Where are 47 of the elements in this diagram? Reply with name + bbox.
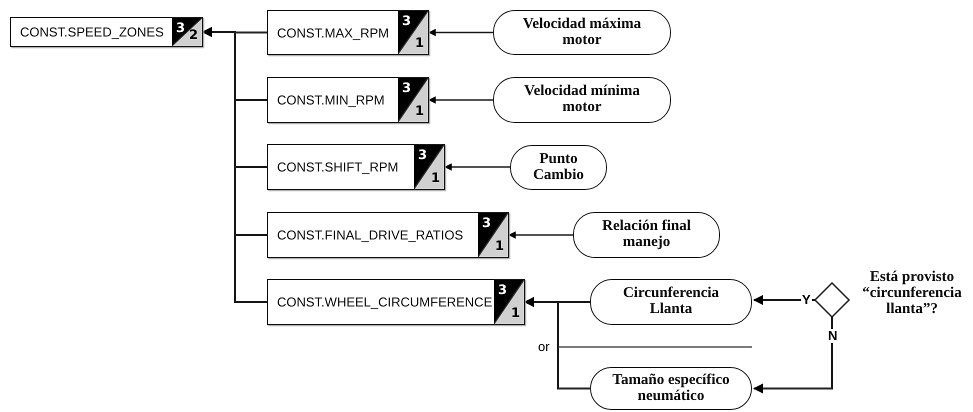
arrow bbox=[753, 317, 833, 394]
input-terminal bbox=[590, 279, 752, 325]
input-terminal bbox=[590, 367, 752, 410]
arrow bbox=[444, 163, 510, 171]
level-number: 3 bbox=[176, 21, 186, 36]
variable-box bbox=[10, 17, 203, 47]
level-number: 3 bbox=[498, 283, 508, 298]
variable-name: CONST.FINAL_DRIVE_RATIOS bbox=[277, 228, 464, 242]
edge-label: Y bbox=[801, 293, 812, 307]
variable-box bbox=[267, 279, 525, 325]
variable-name: CONST.MAX_RPM bbox=[277, 25, 389, 40]
level-number: 3 bbox=[402, 14, 412, 29]
variable-name: CONST.SHIFT_RPM bbox=[277, 160, 398, 174]
variable-name: CONST.WHEEL_CIRCUMFERENCE bbox=[277, 294, 492, 310]
arrow bbox=[428, 28, 493, 36]
variable-name: CONST.SPEED_ZONES bbox=[20, 24, 164, 40]
variable-box bbox=[267, 10, 429, 55]
level-number: 1 bbox=[414, 36, 424, 51]
level-number: 1 bbox=[510, 306, 520, 321]
input-label: Tamaño específico neumático bbox=[611, 372, 731, 404]
level-number: 1 bbox=[494, 239, 504, 254]
arrow bbox=[428, 96, 493, 104]
input-terminal bbox=[493, 10, 671, 55]
input-terminal bbox=[510, 145, 607, 190]
arrow bbox=[753, 295, 815, 305]
input-label: Velocidad mínima motor bbox=[523, 84, 641, 116]
input-label: Punto Cambio bbox=[532, 152, 585, 184]
edge-label: N bbox=[827, 329, 838, 343]
variable-name: CONST.MIN_RPM bbox=[277, 92, 385, 108]
input-terminal bbox=[493, 77, 671, 123]
level-number: 1 bbox=[430, 171, 440, 186]
decision-question: Está provisto “circunferencia llanta”? bbox=[861, 270, 963, 318]
arrow bbox=[202, 27, 267, 303]
variable-box bbox=[267, 144, 445, 190]
level-number: 1 bbox=[414, 104, 424, 119]
input-terminal bbox=[573, 212, 720, 258]
variable-box bbox=[267, 77, 429, 123]
level-number: 2 bbox=[188, 28, 198, 43]
arrow bbox=[508, 231, 573, 239]
level-number: 3 bbox=[402, 81, 412, 96]
arrow bbox=[524, 297, 590, 390]
level-number: 3 bbox=[482, 216, 492, 231]
level-number: 3 bbox=[418, 148, 428, 163]
input-label: Relación final manejo bbox=[601, 219, 692, 251]
variable-box bbox=[267, 212, 509, 258]
input-label: Velocidad máxima motor bbox=[522, 16, 642, 48]
input-label: Circunferencia Llanta bbox=[622, 286, 720, 318]
